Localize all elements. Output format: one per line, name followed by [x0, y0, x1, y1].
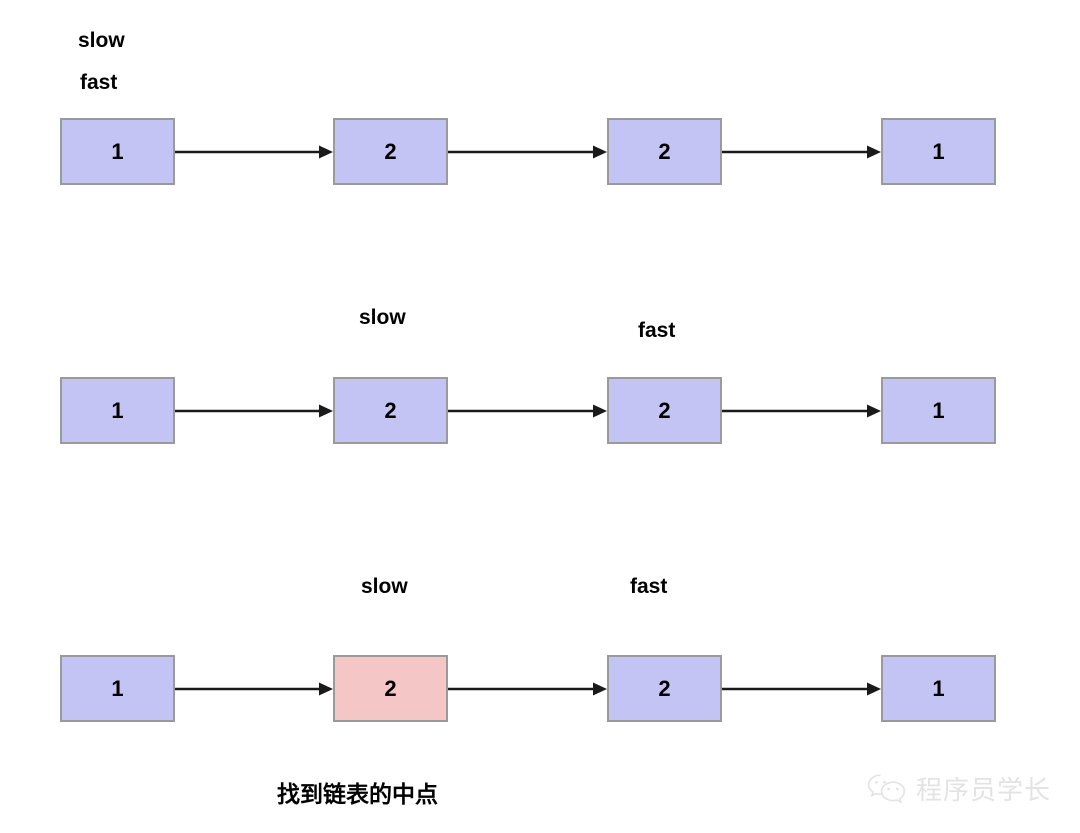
pointer-label-fast-row2: fast	[638, 319, 676, 342]
list-node: 1	[60, 655, 175, 722]
list-node: 2	[607, 118, 722, 185]
list-node: 1	[881, 655, 996, 722]
list-arrow	[448, 404, 607, 418]
list-arrow	[722, 682, 881, 696]
list-arrow	[175, 682, 333, 696]
pointer-label-fast-row1: fast	[80, 71, 118, 94]
pointer-label-slow-row3: slow	[361, 575, 408, 598]
list-node: 2	[607, 377, 722, 444]
list-arrow	[722, 404, 881, 418]
list-node: 1	[60, 377, 175, 444]
list-arrow	[448, 145, 607, 159]
list-node: 1	[881, 118, 996, 185]
list-arrow	[448, 682, 607, 696]
list-node: 1	[60, 118, 175, 185]
list-arrow	[722, 145, 881, 159]
list-node: 2	[607, 655, 722, 722]
pointer-label-slow-row2: slow	[359, 306, 406, 329]
pointer-label-fast-row3: fast	[630, 575, 668, 598]
list-node-highlighted: 2	[333, 655, 448, 722]
list-node: 1	[881, 377, 996, 444]
watermark: 程序员学长	[866, 770, 1051, 807]
wechat-icon	[866, 771, 908, 807]
pointer-label-slow-row1: slow	[78, 29, 125, 52]
list-arrow	[175, 145, 333, 159]
list-arrow	[175, 404, 333, 418]
list-node: 2	[333, 118, 448, 185]
watermark-text: 程序员学长	[916, 776, 1052, 806]
list-node: 2	[333, 377, 448, 444]
diagram-caption: 找到链表的中点	[277, 782, 438, 808]
